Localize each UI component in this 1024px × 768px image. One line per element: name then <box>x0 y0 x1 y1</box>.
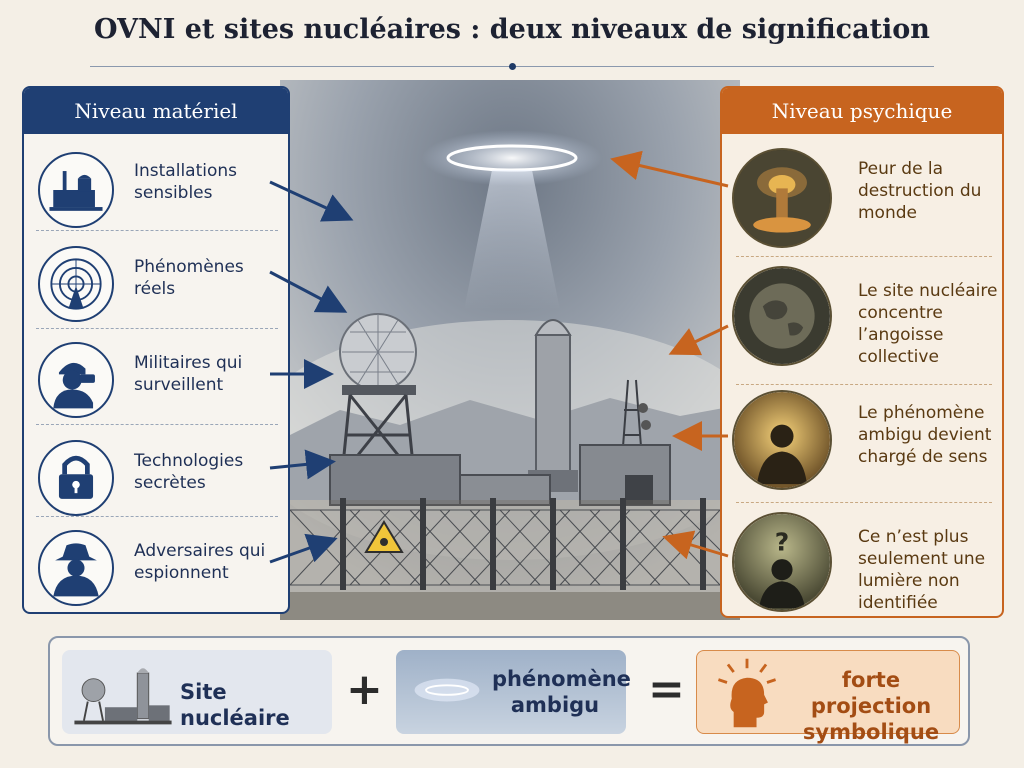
title-divider-dot <box>509 63 516 70</box>
divider <box>736 256 992 257</box>
nuclear-site-label: Site nucléaire <box>180 680 290 730</box>
psychic-level-panel: Niveau psychique Peur de la destruction … <box>720 86 1004 618</box>
symbolic-projection-term: forte projection symbolique <box>696 650 960 744</box>
divider <box>36 516 278 517</box>
divider <box>36 424 278 425</box>
question-head-icon: ? <box>732 512 832 612</box>
symbolic-projection-label: forte projection symbolique <box>802 668 940 744</box>
psychic-item-label: Le phénomène ambigu devient chargé de se… <box>858 403 992 467</box>
nuclear-site-illustration <box>250 80 770 620</box>
nuclear-facility-icon <box>38 152 114 228</box>
material-item-label: Militaires qui surveillent <box>134 353 243 395</box>
radiant-head-icon <box>717 658 777 728</box>
psychic-item-label: Ce n’est plus seulement une lumière non … <box>858 527 986 613</box>
spy-icon <box>38 530 114 606</box>
divider <box>36 328 278 329</box>
svg-text:?: ? <box>775 527 789 556</box>
divider <box>36 230 278 231</box>
material-item-label: Phénomènes réels <box>134 257 244 299</box>
padlock-icon <box>38 440 114 516</box>
material-level-panel: Niveau matériel Installations sensibles <box>22 86 290 614</box>
divider <box>736 502 992 503</box>
glowing-head-icon <box>732 390 832 490</box>
material-item-label: Technologies secrètes <box>134 451 244 493</box>
material-item-label: Installations sensibles <box>134 161 238 203</box>
psychic-item-label: Peur de la destruction du monde <box>858 159 982 223</box>
globe-icon <box>732 266 832 366</box>
plus-sign: + <box>346 664 383 715</box>
psychic-level-header: Niveau psychique <box>722 88 1002 134</box>
equation-panel: Site nucléaire + phénomène ambigu = fort… <box>48 636 970 746</box>
radar-icon <box>38 246 114 322</box>
nuclear-site-term: Site nucléaire <box>62 650 332 734</box>
divider <box>736 384 992 385</box>
nuclear-site-icon <box>74 668 172 725</box>
material-item-label: Adversaires qui espionnent <box>134 541 266 583</box>
soldier-binoculars-icon <box>38 342 114 418</box>
equals-sign: = <box>648 664 685 715</box>
page-title: OVNI et sites nucléaires : deux niveaux … <box>94 14 930 45</box>
psychic-item-label: Le site nucléaire concentre l’angoisse c… <box>858 281 998 367</box>
ambiguous-phenomenon-label: phénomène ambigu <box>492 667 631 717</box>
mushroom-cloud-icon <box>732 148 832 248</box>
ufo-light-icon <box>414 678 480 702</box>
ambiguous-phenomenon-term: phénomène ambigu <box>396 650 631 734</box>
material-level-header: Niveau matériel <box>24 88 288 134</box>
